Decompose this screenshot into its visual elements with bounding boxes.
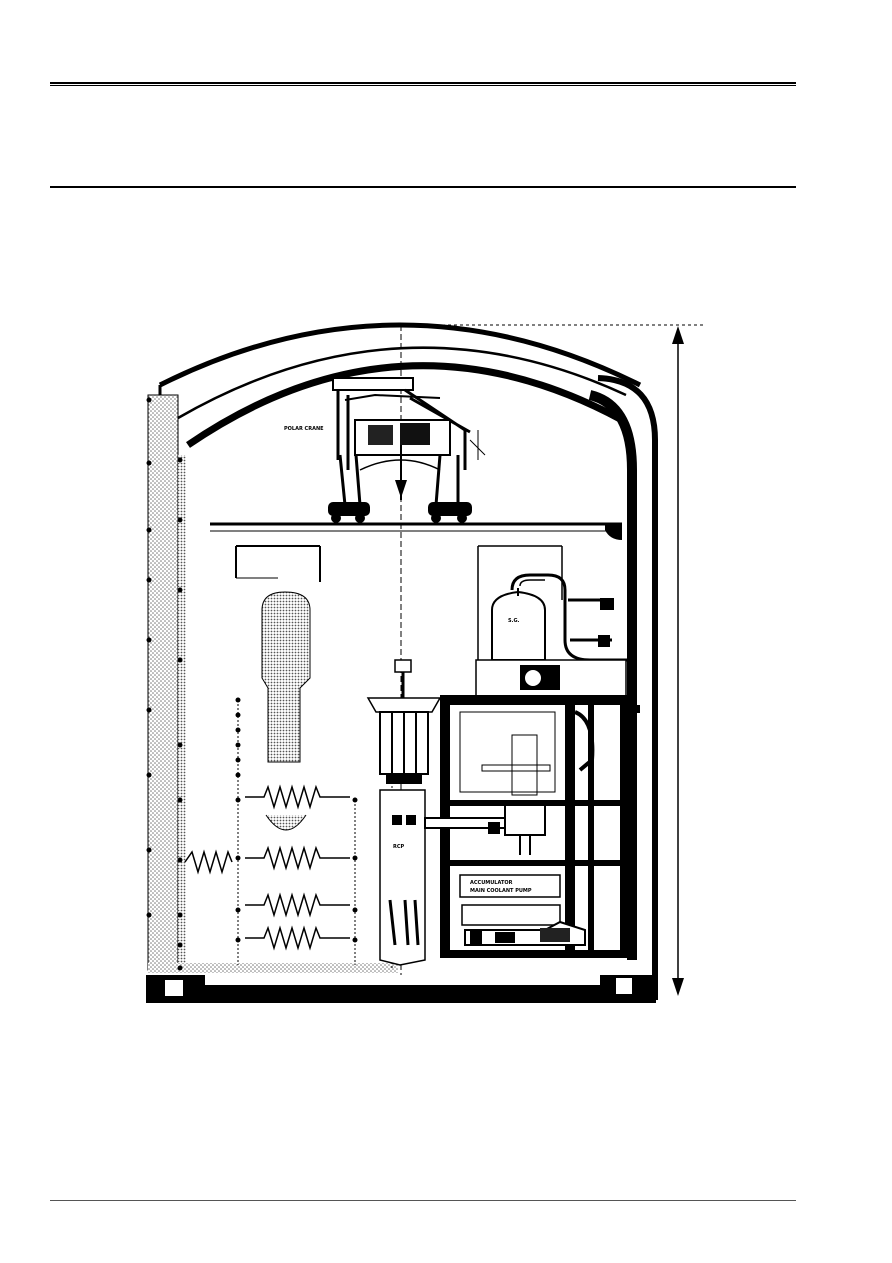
lower-equipment-label-2: MAIN COOLANT PUMP [470, 888, 532, 894]
spring-elements [184, 784, 350, 951]
left-containment-wall [147, 394, 398, 973]
steam-generator: S.G. [475, 573, 630, 697]
reactor-label: RCP [393, 844, 405, 850]
fuel-assembly-vessel [237, 591, 393, 970]
frame-infill [459, 710, 595, 796]
lower-equipment-label: ACCUMULATOR [470, 880, 513, 886]
primary-coolant-pipe [424, 804, 546, 855]
crane-wheel-bogies [328, 502, 472, 523]
polar-crane: POLAR CRANE [284, 377, 486, 523]
footer-rule [50, 1200, 796, 1201]
crane-label: POLAR CRANE [284, 426, 324, 432]
section-rule [50, 186, 796, 188]
pool-anchor-dots [235, 697, 358, 943]
steam-generator-label: S.G. [508, 618, 520, 624]
reactor-pressure-vessel: RCP [366, 659, 442, 966]
lower-equipment: ACCUMULATOR MAIN COOLANT PUMP [459, 874, 586, 946]
wall-anchor-dots [146, 397, 183, 971]
right-wall-details [598, 598, 640, 713]
header-double-rule [50, 82, 796, 86]
containment-dome [158, 322, 658, 1000]
foundation-slab [146, 975, 656, 1003]
operating-floor [210, 522, 622, 660]
height-dimension-arrow [400, 324, 705, 996]
